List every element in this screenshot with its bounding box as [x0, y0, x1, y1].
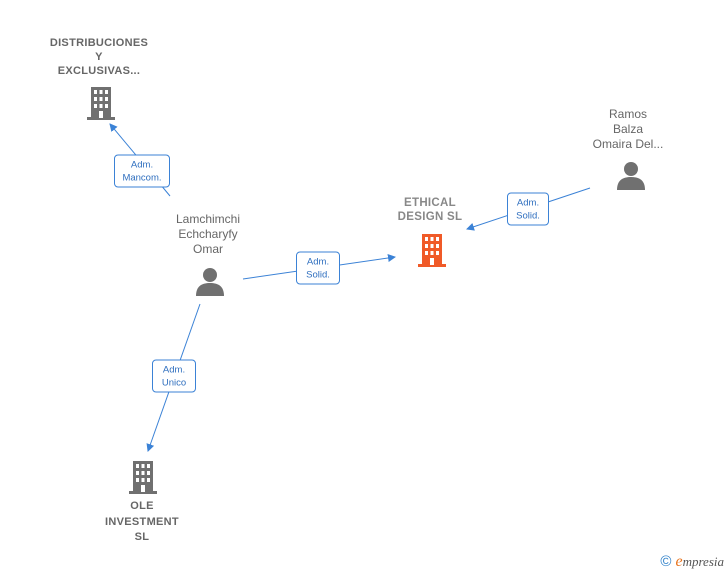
brand-logo-initial: e [675, 553, 683, 570]
person-icon[interactable] [195, 266, 225, 296]
node-label-lamchimchi[interactable]: Lamchimchi Echcharyfy Omar [175, 212, 241, 256]
brand-logo-text: mpresia [682, 554, 724, 569]
edge-label-adm-solid-lamchimchi[interactable]: Adm. Solid. [296, 251, 340, 285]
node-label-ethical-design[interactable]: ETHICAL DESIGN SL [397, 197, 463, 223]
person-icon[interactable] [616, 160, 646, 190]
building-icon[interactable] [127, 459, 159, 494]
edge-label-adm-mancom[interactable]: Adm. Mancom. [114, 154, 170, 188]
node-label-ole-investment[interactable]: OLE INVESTMENT SL [105, 500, 179, 543]
building-icon[interactable] [85, 85, 117, 120]
copyright-icon: © [660, 553, 672, 570]
edge-label-adm-unico[interactable]: Adm. Unico [152, 359, 196, 393]
node-label-ramos[interactable]: Ramos Balza Omaira Del... [592, 107, 664, 151]
node-label-distribuciones[interactable]: DISTRIBUCIONES Y EXCLUSIVAS... [49, 37, 149, 77]
edge-label-adm-solid-ramos[interactable]: Adm. Solid. [507, 192, 549, 226]
building-icon[interactable] [416, 232, 448, 267]
brand-footer: ©empresia [660, 553, 724, 571]
